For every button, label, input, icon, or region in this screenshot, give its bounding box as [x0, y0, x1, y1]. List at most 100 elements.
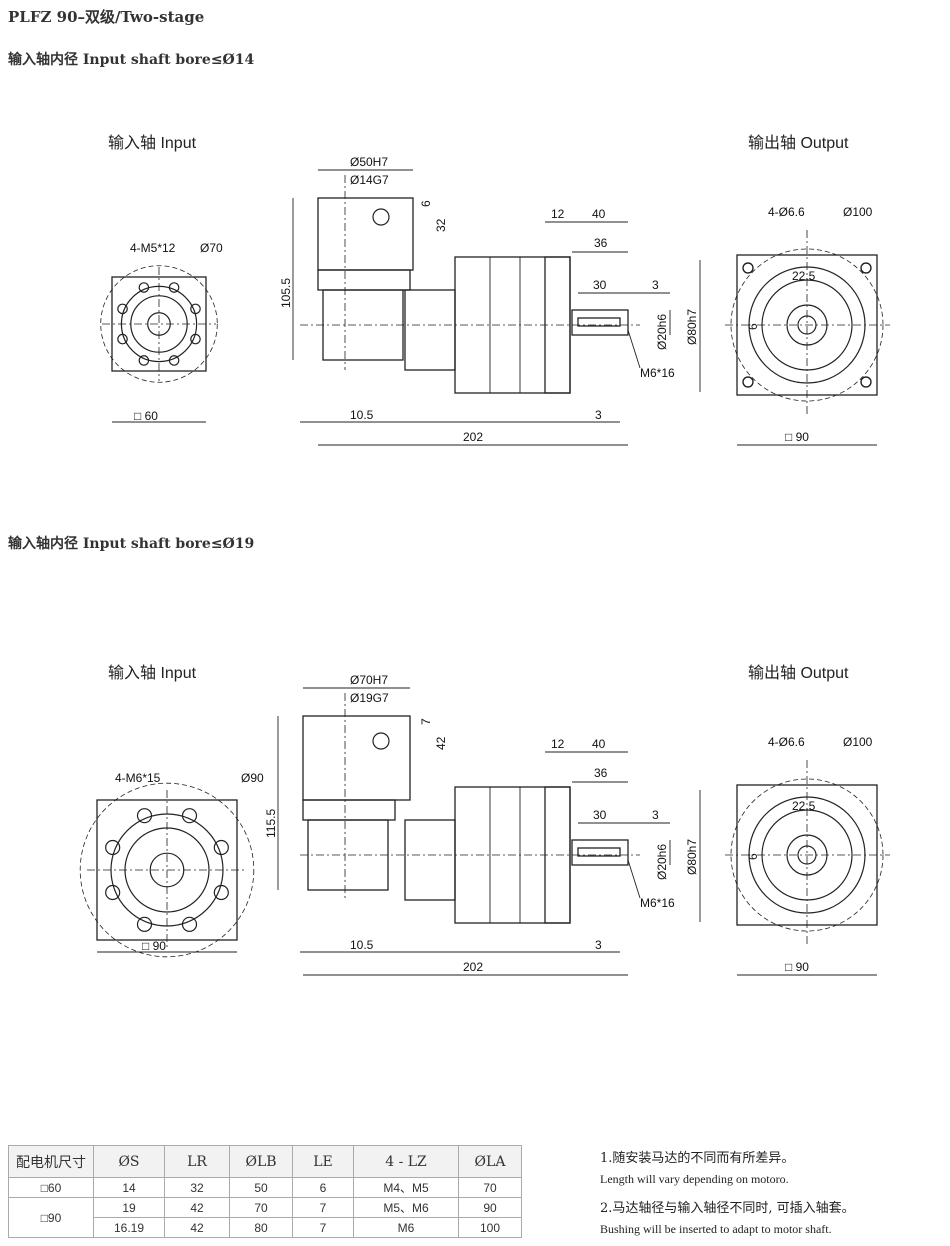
- cell: 80: [229, 1217, 293, 1238]
- cell: 70: [229, 1197, 293, 1218]
- input-pcd-dim: Ø70: [200, 241, 223, 255]
- input-pcd-dim: Ø90: [241, 771, 264, 785]
- output-shaft: [571, 839, 629, 866]
- cell: 7: [292, 1197, 354, 1218]
- output-pcd-dim: Ø100: [843, 205, 873, 219]
- cell: M6: [353, 1217, 459, 1238]
- dimension-text: 12: [551, 737, 565, 751]
- cell: 7: [292, 1217, 354, 1238]
- output-pcd-dim: Ø100: [843, 735, 873, 749]
- cell: □60: [8, 1177, 94, 1198]
- pitch-circle: [730, 248, 884, 402]
- pitch-circle: [79, 782, 255, 958]
- bolt-hole: [190, 333, 201, 345]
- depth-dim: 32: [434, 218, 448, 232]
- input-housing: [317, 197, 414, 271]
- mounting-hole: [742, 262, 754, 274]
- key-dim: 22.5: [792, 799, 816, 813]
- cell: 19: [93, 1197, 165, 1218]
- output-view-label: 输出轴 Output: [748, 134, 849, 152]
- cell: 42: [164, 1217, 230, 1238]
- dimension-text: 3: [652, 808, 659, 822]
- dimension-text: 36: [594, 236, 608, 250]
- mounting-hole: [742, 376, 754, 388]
- bolt-hole: [181, 916, 198, 932]
- cell: 90: [458, 1197, 522, 1218]
- shaft-key: [577, 317, 621, 327]
- bolt-hole: [168, 355, 180, 366]
- shaft-key: [577, 847, 621, 857]
- note-2-cn: 2.马达轴径与输入轴径不同时, 可插入轴套。: [600, 1201, 855, 1216]
- bolt-hole: [190, 303, 201, 315]
- housing-band: [317, 269, 411, 291]
- shaft-dia-dim: Ø20h6: [655, 844, 669, 880]
- mounting-hole: [860, 376, 872, 388]
- depth-dim: 42: [434, 736, 448, 750]
- input-view-label: 输入轴 Input: [108, 664, 197, 682]
- input-view-label: 输入轴 Input: [108, 134, 197, 152]
- dimension-text: 40: [592, 207, 606, 221]
- output-view-label: 输出轴 Output: [748, 664, 849, 682]
- pitch-circle: [730, 778, 884, 932]
- section-heading-bore-19: 输入轴内径 Input shaft bore≤Ø19: [8, 536, 255, 552]
- cell: 100: [458, 1217, 522, 1238]
- cell: 50: [229, 1177, 293, 1198]
- dimension-text: 3: [652, 278, 659, 292]
- housing-band: [302, 799, 396, 821]
- bolt-hole: [138, 355, 150, 366]
- cell: M4、M5: [353, 1177, 459, 1198]
- section-heading-bore-14: 输入轴内径 Input shaft bore≤Ø14: [8, 52, 255, 68]
- col-header: LE: [292, 1145, 354, 1178]
- flange-dia-dim: Ø80h7: [685, 839, 699, 875]
- pitch-circle: [100, 265, 218, 383]
- output-holes-dim: 4-Ø6.6: [768, 735, 805, 749]
- adapter-plate: [404, 819, 456, 901]
- bolt-hole: [105, 884, 121, 901]
- output-square-dim: □ 90: [785, 960, 809, 974]
- cell: 14: [93, 1177, 165, 1198]
- dimension-text: 40: [592, 737, 606, 751]
- col-header: LR: [164, 1145, 230, 1178]
- total-length-dim: 202: [463, 430, 483, 444]
- height-dim: 115.5: [264, 809, 278, 838]
- table-header-row: 配电机尺寸 ØS LR ØLB LE 4 - LZ ØLA: [8, 1145, 522, 1178]
- bolt-hole: [213, 884, 229, 901]
- bolt-hole: [181, 808, 198, 824]
- bolt-hole: [136, 808, 153, 824]
- bolt-hole: [168, 282, 180, 293]
- col-header: 4 - LZ: [353, 1145, 459, 1178]
- input-holes-dim: 4-M6*15: [115, 771, 161, 785]
- total-length-dim: 202: [463, 960, 483, 974]
- cell: 42: [164, 1197, 230, 1218]
- input-shaft-dim: Ø14G7: [350, 173, 389, 187]
- page-title: PLFZ 90–双级/Two-stage: [8, 8, 205, 26]
- key-dim: 22.5: [792, 269, 816, 283]
- housing-hole: [372, 208, 390, 226]
- thread-dim: M6*16: [640, 366, 675, 380]
- depth-dim: 7: [419, 718, 433, 725]
- cell: □90: [8, 1197, 94, 1238]
- cell: M5、M6: [353, 1197, 459, 1218]
- input-housing: [302, 715, 411, 801]
- note-1-cn: 1.随安装马达的不同而有所差异。: [600, 1151, 795, 1166]
- dimension-text: 12: [551, 207, 565, 221]
- housing-hole: [372, 732, 390, 750]
- dimension-text: 30: [593, 808, 607, 822]
- bolt-hole: [213, 839, 229, 856]
- bolt-hole: [138, 282, 150, 293]
- bore-dim: Ø70H7: [350, 673, 388, 687]
- col-header: ØLB: [229, 1145, 293, 1178]
- col-header: ØLA: [458, 1145, 522, 1178]
- cell: 6: [292, 1177, 354, 1198]
- note-1-en: Length will vary depending on motoro.: [600, 1172, 789, 1186]
- input-square-dim: □ 90: [142, 939, 166, 953]
- dimension-text: 3: [595, 408, 602, 422]
- input-holes-dim: 4-M5*12: [130, 241, 176, 255]
- key-width-dim: 6: [746, 323, 760, 330]
- dimension-line: [627, 859, 641, 899]
- dimension-text: 30: [593, 278, 607, 292]
